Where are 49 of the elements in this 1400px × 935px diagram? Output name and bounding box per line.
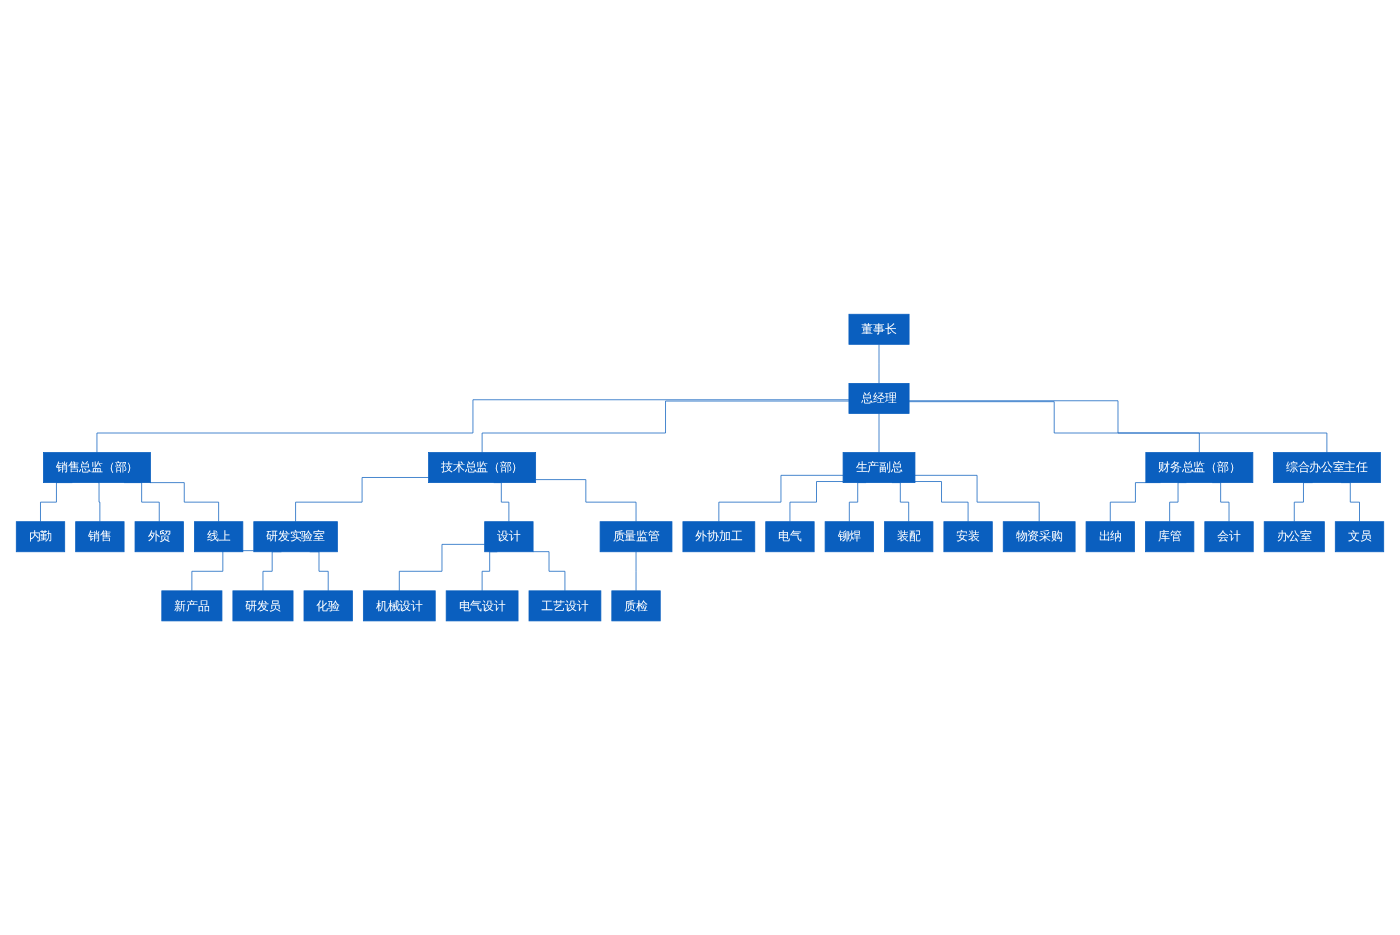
node-box: 铆焊 (824, 521, 874, 553)
node-box: 质量监管 (599, 521, 673, 553)
node-box: 生产副总 (842, 452, 916, 483)
connector (718, 474, 844, 522)
node-box: 质检 (611, 590, 661, 622)
node-box: 电气设计 (445, 590, 519, 622)
node-box: 出纳 (1085, 521, 1135, 553)
node-box: 销售总监（部） (43, 452, 151, 483)
node-box: 设计 (484, 521, 534, 553)
node-box: 物资采购 (1002, 521, 1076, 553)
connector (532, 551, 566, 592)
node-box: 安装 (943, 521, 993, 553)
connector (535, 479, 637, 522)
node-box: 线上 (194, 521, 244, 553)
node-box: 内勤 (15, 521, 66, 553)
connector (398, 543, 486, 592)
node-box: 电气 (765, 521, 815, 553)
node-box: 文员 (1334, 521, 1385, 553)
connector (914, 474, 1040, 522)
connector (908, 401, 1200, 453)
connector (914, 481, 969, 522)
connector (878, 343, 880, 384)
node-box: 会计 (1204, 521, 1254, 553)
node-box: 化验 (303, 590, 353, 622)
connector (878, 413, 880, 453)
node-box: 董事长 (848, 313, 910, 345)
node-box: 装配 (884, 521, 934, 553)
connector (149, 482, 219, 522)
node-box: 财务总监（部） (1145, 452, 1254, 483)
connector (295, 477, 429, 522)
node-box: 外协加工 (682, 521, 756, 553)
node-box: 销售 (75, 521, 125, 553)
connector (481, 400, 850, 453)
node-box: 新产品 (161, 590, 223, 622)
node-box: 研发实验室 (253, 521, 338, 553)
node-box: 研发员 (232, 590, 294, 622)
node-box: 外贸 (134, 521, 184, 553)
node-box: 技术总监（部） (428, 452, 537, 483)
connector (908, 400, 1328, 453)
node-box: 工艺设计 (528, 590, 602, 622)
connector (97, 482, 101, 522)
node-box: 综合办公室主任 (1272, 452, 1381, 483)
node-box: 办公室 (1263, 521, 1325, 553)
node-box: 机械设计 (362, 590, 436, 622)
connector (789, 481, 844, 522)
connector (635, 551, 637, 592)
node-box: 总经理 (848, 382, 910, 414)
node-box: 库管 (1145, 521, 1195, 553)
connector (96, 399, 850, 453)
